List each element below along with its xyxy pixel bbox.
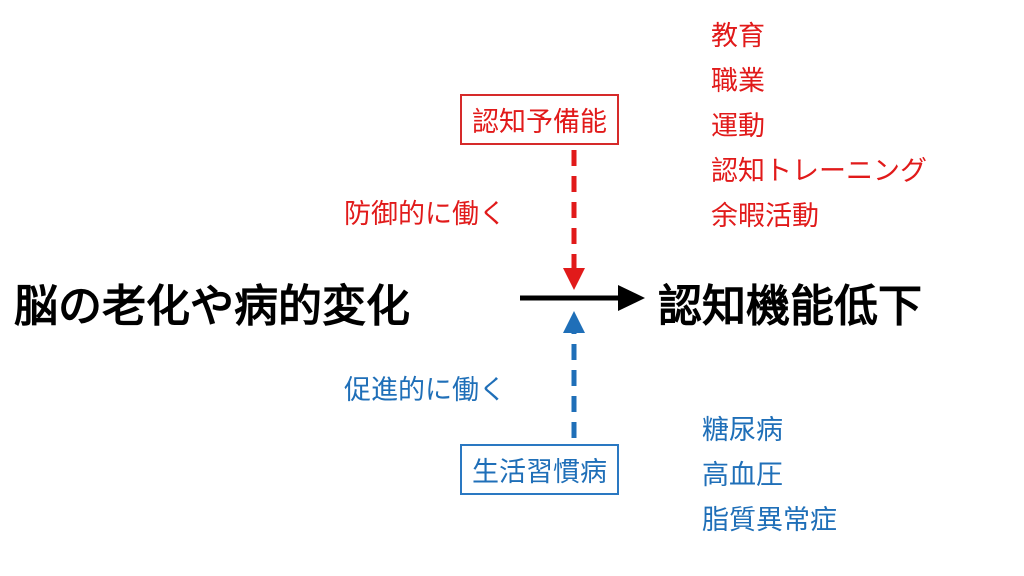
lifestyle-factor-list: 糖尿病 高血圧 脂質異常症 bbox=[702, 408, 837, 543]
reserve-factor: 運動 bbox=[711, 111, 765, 142]
lifestyle-effect-label: 促進的に働く bbox=[344, 375, 506, 406]
lifestyle-arrow-head bbox=[563, 311, 585, 333]
reserve-effect-label: 防御的に働く bbox=[344, 199, 506, 230]
reserve-arrow-head bbox=[563, 268, 585, 290]
reserve-factor: 認知トレーニング bbox=[711, 156, 927, 187]
reserve-factor: 職業 bbox=[711, 66, 765, 97]
lifestyle-box: 生活習慣病 bbox=[460, 444, 619, 495]
cognitive-decline-label: 認知機能低下 bbox=[658, 281, 922, 332]
lifestyle-factor: 脂質異常症 bbox=[702, 505, 837, 536]
brain-change-label: 脳の老化や病的変化 bbox=[14, 281, 410, 332]
lifestyle-factor: 糖尿病 bbox=[702, 415, 783, 446]
reserve-box: 認知予備能 bbox=[460, 94, 619, 145]
main-arrow-head bbox=[618, 285, 645, 311]
lifestyle-factor: 高血圧 bbox=[702, 460, 783, 491]
reserve-factor-list: 教育 職業 運動 認知トレーニング 余暇活動 bbox=[711, 14, 927, 239]
reserve-factor: 余暇活動 bbox=[711, 201, 819, 232]
reserve-factor: 教育 bbox=[711, 21, 765, 52]
